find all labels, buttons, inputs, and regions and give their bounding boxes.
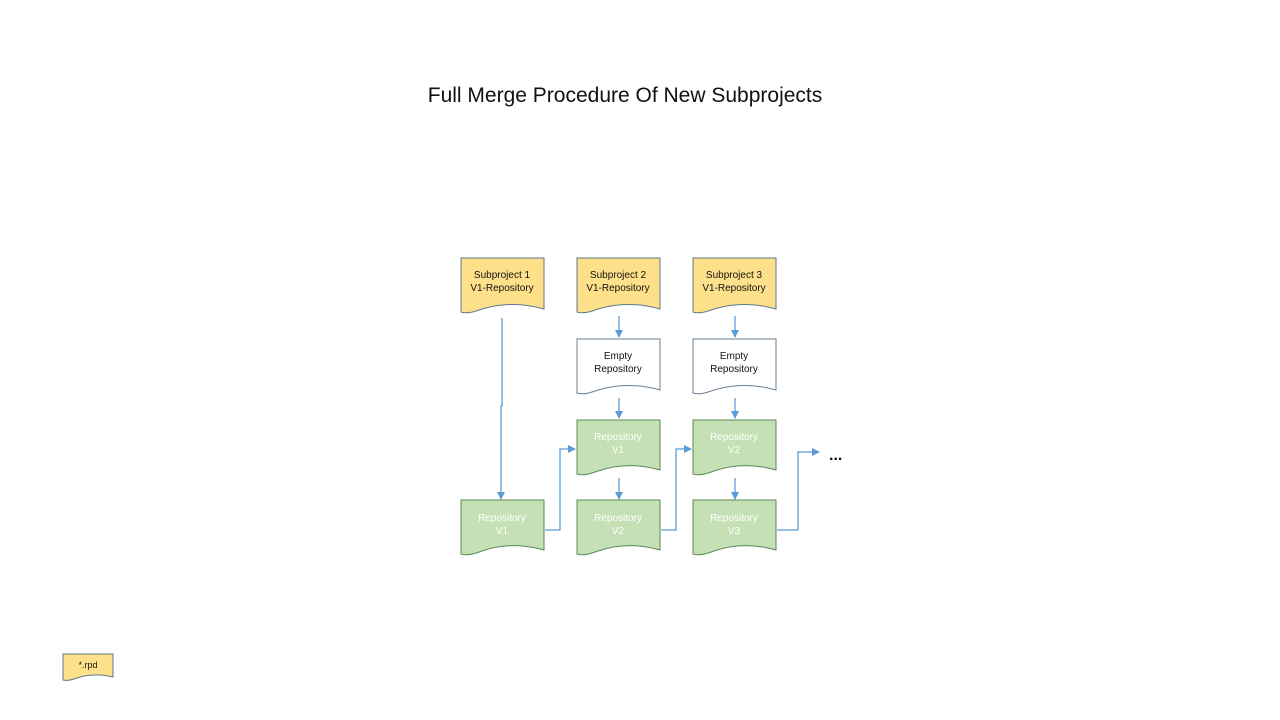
node-label-line-1: Subproject 3 <box>706 270 763 281</box>
node-label-line-1: Repository <box>710 513 758 524</box>
node-repository-v2-top: Repository V2 <box>692 419 777 476</box>
node-label-line-2: V3 <box>728 526 741 537</box>
node-label-line-1: Repository <box>478 513 526 524</box>
node-label-line-1: Subproject 2 <box>590 270 647 281</box>
node-label-line-2: V2 <box>612 526 625 537</box>
legend-rpd-file: *.rpd <box>62 653 114 681</box>
node-empty-repository-3: Empty Repository <box>692 338 777 395</box>
node-label-line-2: V2 <box>728 445 741 456</box>
node-subproject-3: Subproject 3 V1-Repository <box>692 257 777 314</box>
node-repository-v2-bottom: Repository V2 <box>576 499 661 556</box>
node-label-line-2: V1-Repository <box>470 283 533 294</box>
arrow-sp1-to-rv1-bottom <box>497 318 505 500</box>
node-label-line-2: Repository <box>710 364 758 375</box>
node-label-line-2: V1 <box>612 445 625 456</box>
diagram-title: Full Merge Procedure Of New Subprojects <box>427 84 823 107</box>
node-repository-v1-bottom: Repository V1 <box>460 499 545 556</box>
node-label-line-1: Repository <box>710 432 758 443</box>
node-empty-repository-2: Empty Repository <box>576 338 661 395</box>
node-label-line-1: Empty <box>720 351 748 362</box>
node-label-line-2: V1 <box>496 526 509 537</box>
node-label-line-1: Subproject 1 <box>474 270 531 281</box>
arrow-rv1-bottom-to-rv1-top <box>545 445 576 531</box>
arrow-rv3-bottom-to-continuation <box>777 448 820 531</box>
connectors <box>497 316 820 531</box>
arrow-rv2-bottom-to-rv2-top <box>661 445 692 531</box>
node-label-line-2: Repository <box>594 364 642 375</box>
node-repository-v1-top: Repository V1 <box>576 419 661 476</box>
node-repository-v3-bottom: Repository V3 <box>692 499 777 556</box>
node-label-line-2: V1-Repository <box>702 283 765 294</box>
node-subproject-2: Subproject 2 V1-Repository <box>576 257 661 314</box>
node-label-line-1: Repository <box>594 513 642 524</box>
node-label-line-1: Repository <box>594 432 642 443</box>
node-subproject-1: Subproject 1 V1-Repository <box>460 257 545 314</box>
node-label-line-2: V1-Repository <box>586 283 649 294</box>
legend-label: *.rpd <box>78 660 97 670</box>
continuation-ellipsis: ... <box>829 447 842 464</box>
node-label-line-1: Empty <box>604 351 632 362</box>
